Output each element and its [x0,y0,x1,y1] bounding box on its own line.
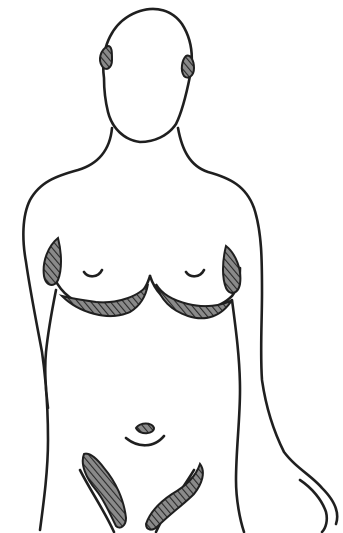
underarm-left-shade [44,238,61,285]
groin-left-shade [83,454,126,528]
torso-right-outline [178,128,337,524]
ear-left-shade [100,46,112,69]
ear-right-shade [182,56,194,78]
head-outline [103,9,191,142]
navel-outline [126,436,164,445]
left-arm-inner-outline [45,290,56,408]
nipple-right [186,270,204,276]
inframammary-fold-left-shade [62,284,148,316]
underarm-right-shade [223,246,240,293]
nipple-left [84,270,102,276]
inframammary-fold-right-shade [156,284,232,318]
right-arm-inner-outline [232,300,244,532]
groin-right-shade [146,464,203,530]
navel-shade [136,424,154,434]
